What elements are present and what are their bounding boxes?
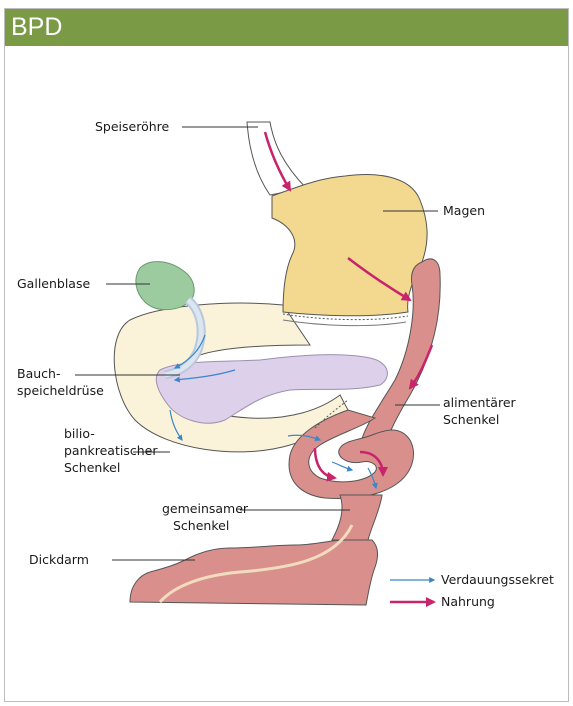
- label-magen: Magen: [443, 203, 485, 218]
- label-gemeinsam-line2: Schenkel: [173, 518, 229, 533]
- label-bauch-line2: speicheldrüse: [17, 383, 104, 398]
- label-speiseroehre: Speiseröhre: [95, 119, 170, 134]
- label-bauch-line1: Bauch-: [17, 366, 60, 381]
- label-bilio-line2: pankreatischer: [64, 443, 158, 458]
- label-bilio-line1: bilio-: [64, 426, 95, 441]
- secretion-arrow-loop-2: [332, 462, 352, 470]
- food-arrow-loop-1: [315, 448, 335, 478]
- label-gallenblase: Gallenblase: [17, 276, 90, 291]
- legend: Verdauungssekret Nahrung: [390, 572, 554, 609]
- stomach: [272, 175, 427, 316]
- gallbladder: [136, 262, 194, 310]
- label-dickdarm: Dickdarm: [29, 552, 89, 567]
- common-limb: [332, 495, 382, 540]
- label-alimentaer-line2: Schenkel: [443, 412, 499, 427]
- esophagus: [247, 122, 306, 195]
- label-alimentaer-line1: alimentärer: [443, 395, 517, 410]
- legend-food-label: Nahrung: [441, 594, 495, 609]
- label-bilio-line3: Schenkel: [64, 460, 120, 475]
- legend-secretion-label: Verdauungssekret: [441, 572, 554, 587]
- label-gemeinsam-line1: gemeinsamer: [162, 501, 249, 516]
